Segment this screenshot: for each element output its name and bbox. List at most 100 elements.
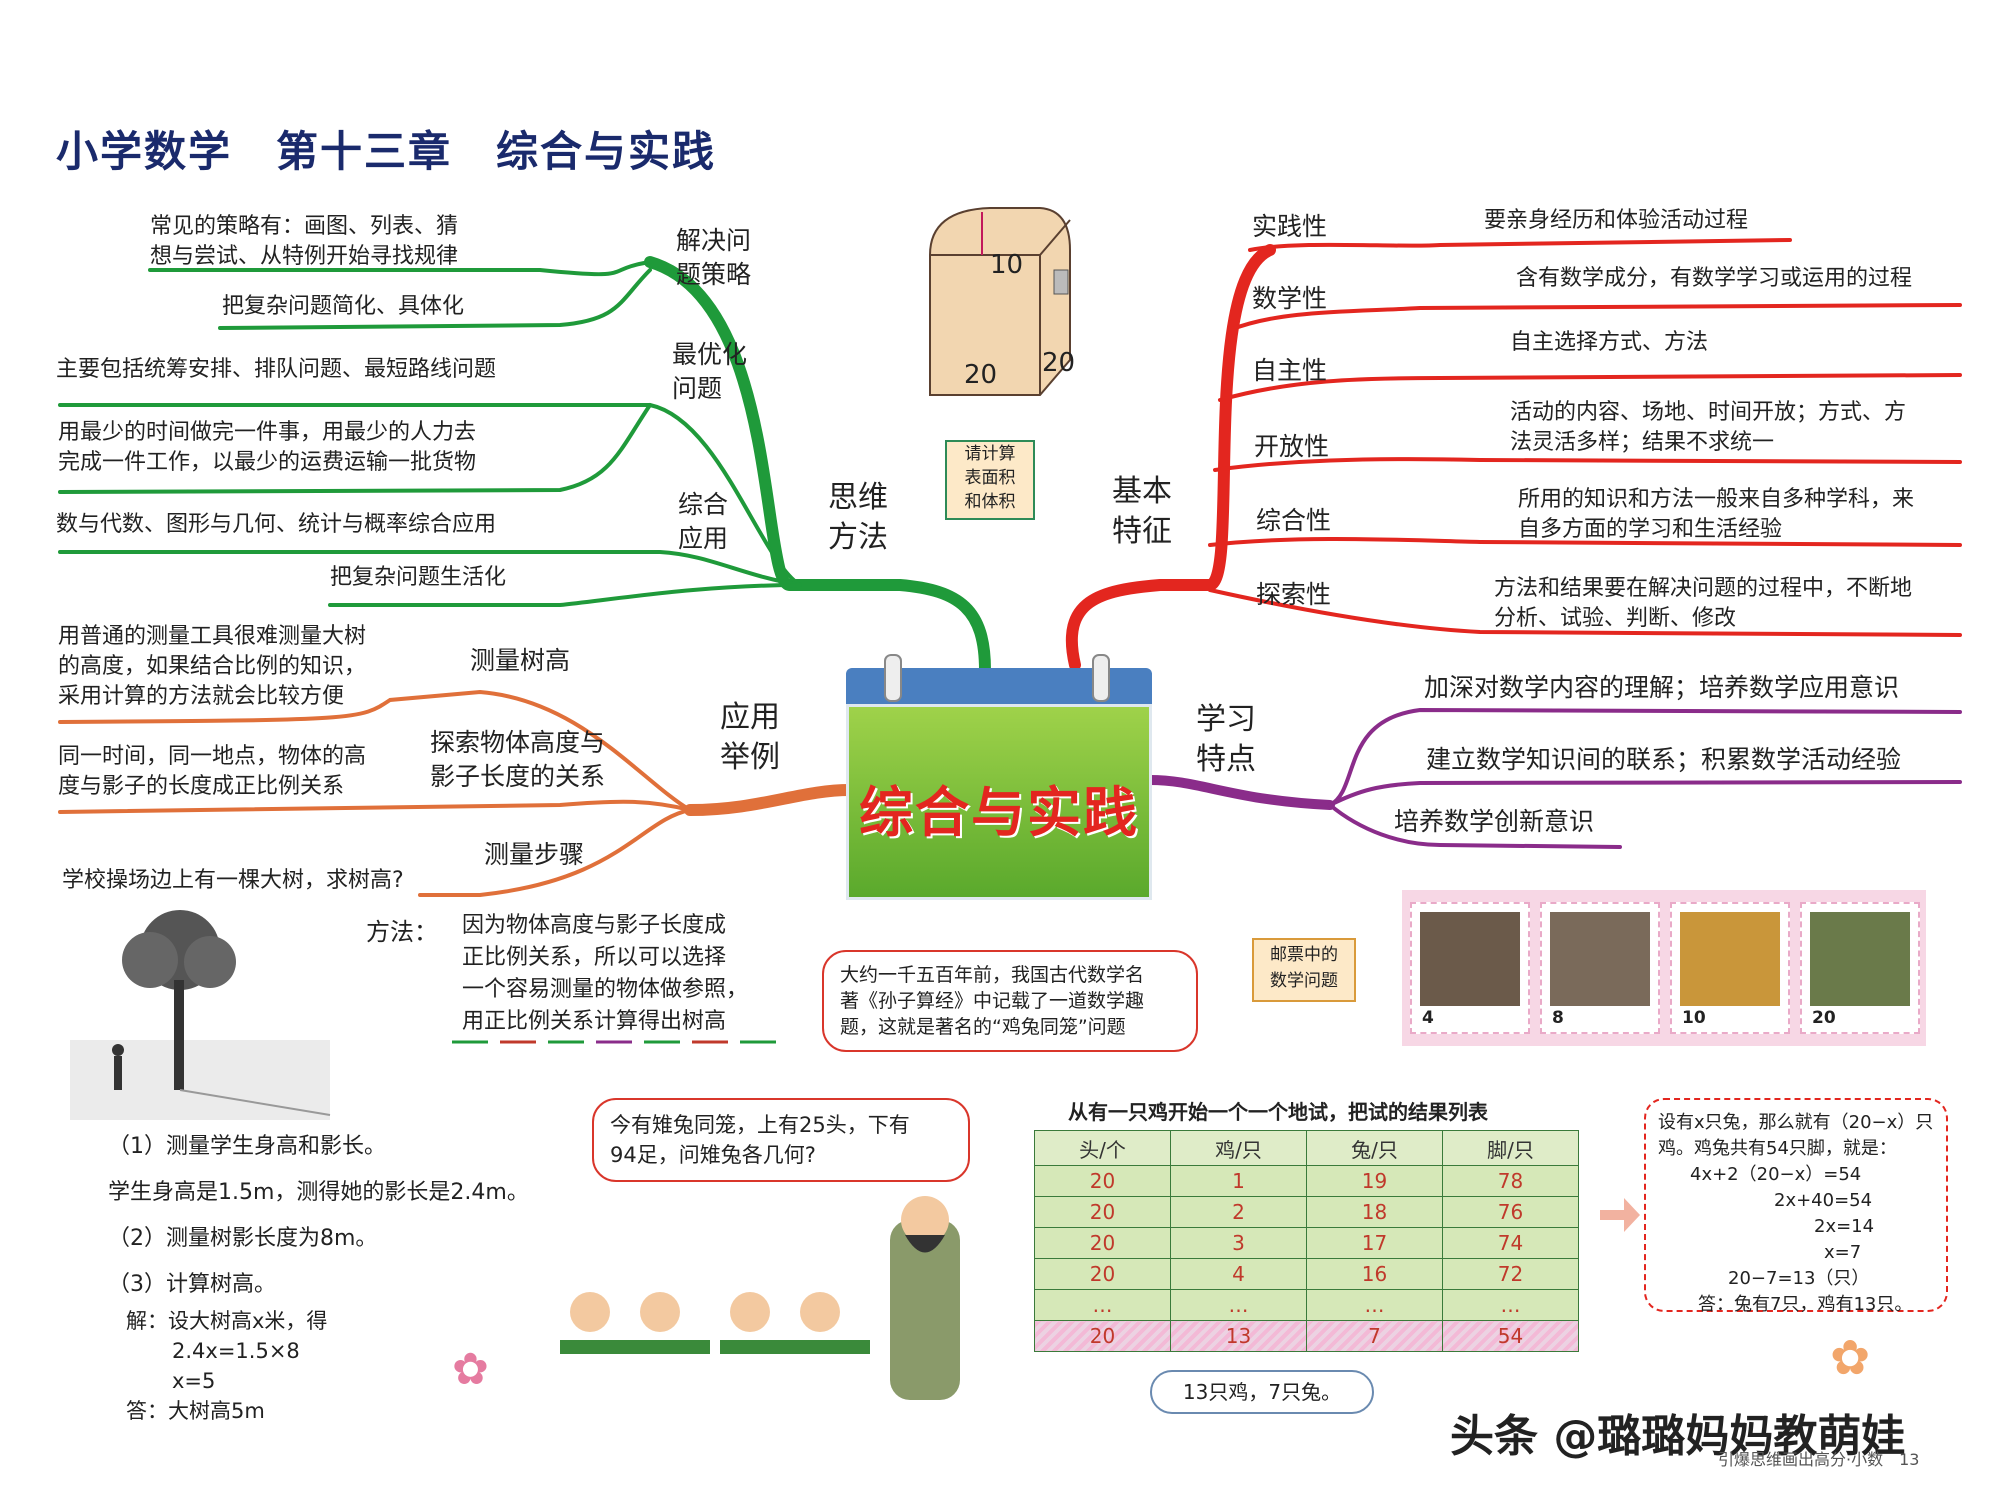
- leaf-optimize-2: 用最少的时间做完一件事，用最少的人力去 完成一件工作，以最少的运费运输一批货物: [58, 418, 476, 478]
- branch-label-line: 学习: [1196, 702, 1256, 737]
- leaf-line: 常见的策略有：画图、列表、猜: [150, 214, 459, 239]
- leaf-line: 活动的内容、场地、时间开放；方式、方: [1510, 400, 1907, 425]
- feature-desc: 自主选择方式、方法: [1510, 330, 1709, 355]
- stamps-caption-line: 邮票中的: [1270, 945, 1338, 965]
- box-caption-line: 请计算: [964, 444, 1016, 464]
- feature-name: 综合性: [1256, 506, 1332, 535]
- method-label: 方法：: [366, 918, 438, 946]
- red-branch-lines: [1065, 238, 1962, 671]
- box-caption-line: 和体积: [964, 492, 1016, 512]
- problem-bubble: 今有雉兔同笼，上有25头，下有 94足，问雉兔各几何?: [592, 1098, 970, 1182]
- solution-line: x=5: [172, 1369, 216, 1393]
- branch-label-line: 思维: [828, 480, 888, 515]
- bubble-line: 题，这就是著名的“鸡兔同笼”问题: [840, 1016, 1126, 1038]
- stamp-value: 20: [1812, 1008, 1836, 1028]
- leaf-line: 所用的知识和方法一般来自多种学科，来: [1518, 487, 1915, 512]
- table-cell: 74: [1442, 1227, 1579, 1259]
- flower-icon: ✿: [1830, 1330, 1871, 1386]
- table-cell: 17: [1306, 1227, 1443, 1259]
- leaf-steps: 学校操场边上有一棵大树，求树高?: [62, 868, 404, 893]
- table-cell: 19: [1306, 1165, 1443, 1197]
- calendar-ring-right: [1092, 654, 1110, 702]
- table-cell: 4: [1170, 1258, 1307, 1290]
- solution-line: 答：大树高5m: [126, 1399, 265, 1423]
- feature-name: 探索性: [1256, 580, 1332, 609]
- leaf-line: 法灵活多样；结果不求统一: [1510, 430, 1775, 455]
- sub-label-line: 最优化: [672, 340, 748, 369]
- leaf-line: 方法和结果要在解决问题的过程中，不断地: [1494, 576, 1913, 601]
- arrow-icon: [1600, 1198, 1640, 1232]
- method-text: 因为物体高度与影子长度成 正比例关系，所以可以选择 一个容易测量的物体做参照， …: [462, 910, 748, 1038]
- branch-thinking: 思维 方法: [828, 478, 888, 558]
- feature-name: 数学性: [1252, 284, 1328, 313]
- method-line: 正比例关系，所以可以选择: [462, 945, 727, 970]
- table-cell: …: [1442, 1289, 1579, 1321]
- step-line: （1）测量学生身高和影长。: [108, 1134, 386, 1159]
- table-cell: 78: [1442, 1165, 1579, 1197]
- algebra-line: 20−7=13（只）: [1728, 1268, 1870, 1289]
- box-dim-height: 10: [990, 250, 1024, 280]
- table-header-cell: 鸡/只: [1170, 1130, 1307, 1166]
- steps: （1）测量学生身高和影长。 学生身高是1.5m，测得她的影长是2.4m。 （2）…: [108, 1124, 529, 1308]
- leaf-measure-tree: 用普通的测量工具很难测量大树 的高度，如果结合比例的知识， 采用计算的方法就会比…: [58, 622, 366, 712]
- box-dim-width: 20: [964, 360, 998, 390]
- branch-label-line: 方法: [828, 520, 888, 555]
- page-title: 小学数学 第十三章 综合与实践: [56, 127, 717, 176]
- feature-desc: 含有数学成分，有数学学习或运用的过程: [1516, 266, 1913, 291]
- leaf-comprehensive-2: 把复杂问题生活化: [330, 565, 507, 590]
- green-branch-lines: [58, 256, 991, 676]
- box-caption: 请计算 表面积 和体积: [945, 440, 1035, 520]
- sub-label-line: 综合: [678, 490, 729, 519]
- feature-desc: 活动的内容、场地、时间开放；方式、方 法灵活多样；结果不求统一: [1510, 398, 1906, 458]
- center-label: 综合与实践: [859, 781, 1139, 844]
- algebra-line: x=7: [1824, 1242, 1862, 1263]
- box-dim-depth: 20: [1042, 348, 1076, 378]
- leaf-shadow: 同一时间，同一地点，物体的高 度与影子的长度成正比例关系: [58, 742, 366, 802]
- result-cloud: 13只鸡，7只兔。: [1150, 1370, 1374, 1414]
- table-cell: 72: [1442, 1258, 1579, 1290]
- method-line: 因为物体高度与影子长度成: [462, 913, 727, 938]
- feature-name: 自主性: [1252, 356, 1328, 385]
- solution: 解：设大树高x米，得 2.4x=1.5×8 x=5 答：大树高5m: [126, 1306, 327, 1426]
- sub-label-line: 题策略: [676, 260, 752, 289]
- step-line: 学生身高是1.5m，测得她的影长是2.4m。: [108, 1180, 529, 1205]
- table-cell: 13: [1170, 1320, 1307, 1352]
- step-line: （3）计算树高。: [108, 1272, 276, 1297]
- study-item: 加深对数学内容的理解；培养数学应用意识: [1424, 673, 1900, 702]
- table-cell: 20: [1034, 1196, 1171, 1228]
- solution-line: 2.4x=1.5×8: [172, 1339, 300, 1363]
- feature-name: 开放性: [1254, 432, 1330, 461]
- branch-examples: 应用 举例: [720, 698, 780, 778]
- table-cell: …: [1034, 1289, 1171, 1321]
- page-footer: 引爆思维画出高分·小数 13: [1718, 1450, 1920, 1469]
- leaf-line: 同一时间，同一地点，物体的高: [58, 744, 367, 769]
- sub-steps: 测量步骤: [484, 840, 585, 869]
- sub-comprehensive: 综合 应用: [678, 488, 728, 556]
- stamp-value: 4: [1422, 1008, 1434, 1028]
- box-figure: 10 20 20: [920, 200, 1080, 400]
- table-cell: 18: [1306, 1196, 1443, 1228]
- feature-desc: 所用的知识和方法一般来自多种学科，来 自多方面的学习和生活经验: [1518, 485, 1914, 545]
- leaf-optimize-1: 主要包括统筹安排、排队问题、最短路线问题: [56, 357, 497, 382]
- leaf-line: 度与影子的长度成正比例关系: [58, 774, 345, 799]
- purple-branch-lines: [1145, 707, 1962, 849]
- bubble-line: 著《孙子算经》中记载了一道数学趣: [840, 990, 1145, 1012]
- sub-shadow: 探索物体高度与 影子长度的关系: [430, 726, 605, 794]
- story-bubble: 大约一千五百年前，我国古代数学名 著《孙子算经》中记载了一道数学趣 题，这就是著…: [822, 950, 1198, 1052]
- method-line: 一个容易测量的物体做参照，: [462, 977, 749, 1002]
- leaf-line: 完成一件工作，以最少的运费运输一批货物: [58, 450, 477, 475]
- table-cell: 2: [1170, 1196, 1307, 1228]
- leaf-strategy-1: 常见的策略有：画图、列表、猜 想与尝试、从特例开始寻找规律: [150, 212, 458, 272]
- table-cell: 16: [1306, 1258, 1443, 1290]
- algebra-line: 2x+40=54: [1774, 1190, 1873, 1211]
- sub-label-line: 解决问: [676, 226, 752, 255]
- classroom-illustration: [560, 1196, 960, 1400]
- table-cell: 20: [1034, 1227, 1171, 1259]
- sub-measure-tree: 测量树高: [470, 646, 571, 675]
- table-cell: 76: [1442, 1196, 1579, 1228]
